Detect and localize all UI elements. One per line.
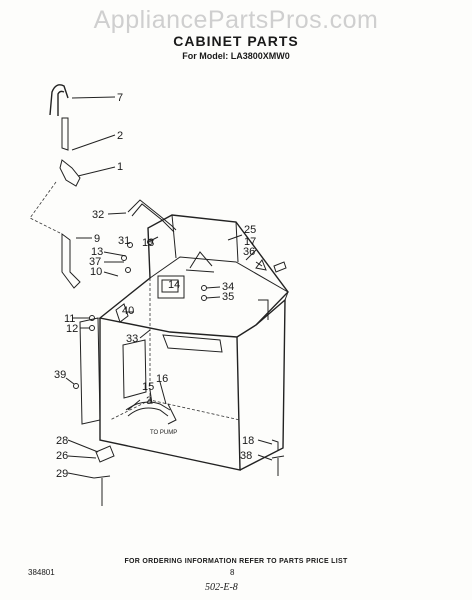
callout: 1 [117, 161, 123, 173]
to-pump-label: TO PUMP [150, 430, 177, 436]
callout: 14 [168, 279, 180, 291]
callout: 40 [122, 305, 134, 317]
callout: 33 [126, 333, 138, 345]
cabinet-drawing [79, 214, 289, 471]
callout: 13 [91, 246, 103, 258]
callout: 2 [117, 130, 123, 142]
callout: 36 [243, 246, 255, 258]
watermark: AppliancePartsPros.com [93, 6, 379, 34]
handwritten-note: 502-E-8 [205, 582, 238, 593]
callout: 26 [56, 450, 68, 462]
ordering-info-footer: FOR ORDERING INFORMATION REFER TO PARTS … [124, 558, 348, 565]
callout: 9 [94, 233, 100, 245]
callout: 39 [54, 369, 66, 381]
leader-lines [65, 96, 273, 479]
callout: 7 [117, 92, 123, 104]
page-number: 8 [230, 568, 235, 577]
callout: 17 [244, 236, 256, 248]
callout: 31 [118, 235, 130, 247]
callout: 29 [56, 468, 68, 480]
model-label: For Model: LA3800XMW0 [182, 51, 290, 61]
callout: 35 [222, 291, 234, 303]
callout: 12 [66, 323, 78, 335]
callout: 25 [244, 224, 256, 236]
callout: 38 [240, 450, 252, 462]
callout: 28 [56, 435, 68, 447]
callout: 37 [89, 256, 101, 268]
callout: 15 [142, 381, 154, 393]
callout: 32 [92, 209, 104, 221]
document-number: 384801 [28, 568, 55, 577]
page-title: CABINET PARTS [173, 33, 299, 49]
callout: 18 [242, 435, 254, 447]
callout-labels: 7 2 1 32 13 31 9 13 37 10 36 14 34 35 25… [54, 92, 256, 480]
callout: 10 [90, 266, 102, 278]
callout: 13 [142, 237, 154, 249]
callout: 34 [222, 281, 234, 293]
callout: 3 [146, 395, 152, 407]
callout: 16 [156, 373, 168, 385]
callout: 11 [64, 313, 75, 325]
